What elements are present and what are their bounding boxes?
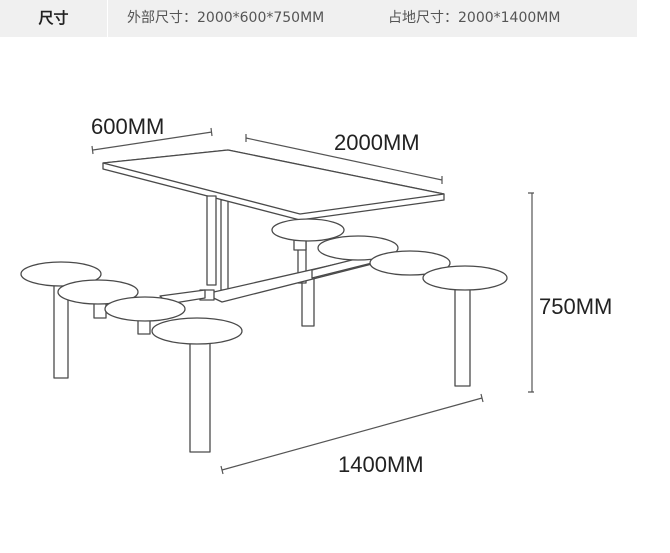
stool-seat: [422, 265, 508, 291]
stool-seat: [271, 218, 345, 242]
table-drawing: 600MM 2000MM 750MM 1400MM: [20, 114, 612, 477]
dim-label-length: 2000MM: [334, 130, 420, 155]
stool-seat: [317, 235, 399, 261]
dim-line-width: [91, 127, 213, 155]
stool-seat: [369, 250, 451, 276]
left-stools: [20, 261, 243, 453]
dim-label-height: 750MM: [539, 294, 612, 319]
stool-leg: [189, 339, 211, 453]
stool-seat: [151, 317, 243, 345]
dim-line-depth: [220, 393, 484, 475]
stool-seat: [20, 261, 102, 287]
outer-dimension: 外部尺寸：2000*600*750MM: [127, 0, 324, 37]
dim-label-depth: 1400MM: [338, 452, 424, 477]
stool-seat: [104, 296, 186, 322]
stool-leg: [454, 287, 471, 387]
spec-bar: 尺寸 外部尺寸：2000*600*750MM 占地尺寸：2000*1400MM: [0, 0, 637, 37]
frame-beams: [159, 253, 377, 305]
dim-line-height: [528, 192, 534, 393]
right-stools: [271, 218, 508, 387]
stool-seat: [57, 279, 139, 305]
outer-dimension-value: 2000*600*750MM: [197, 10, 325, 26]
floor-dimension-label: 占地尺寸：: [388, 10, 458, 26]
dim-line-length: [245, 134, 443, 184]
dim-label-width: 600MM: [91, 114, 164, 139]
spec-label: 尺寸: [38, 9, 69, 27]
floor-dimension: 占地尺寸：2000*1400MM: [388, 0, 560, 37]
spec-divider: [107, 0, 108, 37]
dimension-lines: [91, 127, 534, 475]
table-top: [102, 149, 445, 286]
floor-dimension-value: 2000*1400MM: [458, 10, 561, 26]
outer-dimension-label: 外部尺寸：: [127, 10, 197, 26]
